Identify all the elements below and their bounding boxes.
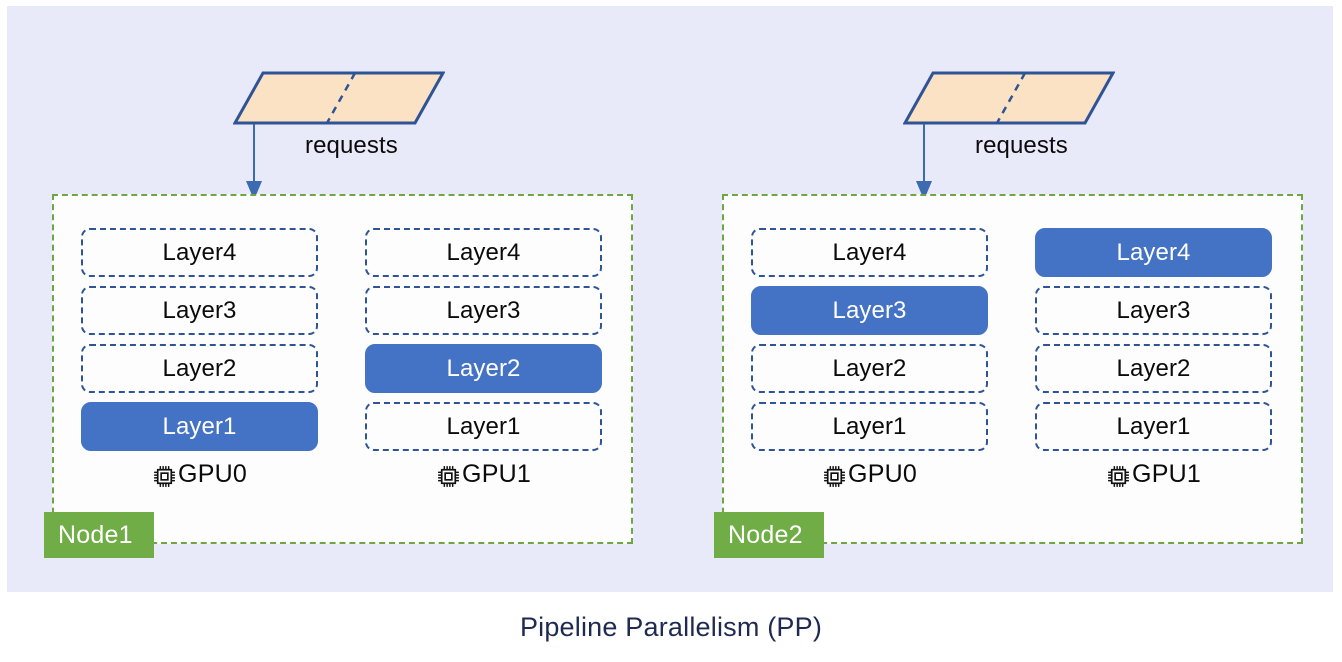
- layer-box[interactable]: Layer4: [81, 228, 318, 277]
- layer-box[interactable]: Layer4: [365, 228, 602, 277]
- gpu-label-text: GPU0: [178, 460, 247, 488]
- gpu-column-node2-gpu0: Layer4 Layer3 Layer2 Layer1: [751, 228, 988, 489]
- layer-box[interactable]: Layer2: [81, 344, 318, 393]
- layer-box-active[interactable]: Layer4: [1035, 228, 1272, 277]
- node-badge-1: Node1: [44, 512, 154, 558]
- layer-box[interactable]: Layer1: [1035, 402, 1272, 451]
- gpu-label-node1-gpu0: GPU0: [81, 460, 318, 489]
- layer-box[interactable]: Layer3: [81, 286, 318, 335]
- layer-box[interactable]: Layer4: [751, 228, 988, 277]
- gpu-label-node1-gpu1: GPU1: [365, 460, 602, 489]
- gpu-column-node1-gpu0: Layer4 Layer3 Layer2 Layer1: [81, 228, 318, 489]
- layer-box-active[interactable]: Layer2: [365, 344, 602, 393]
- requests-arrow-1: [243, 124, 265, 202]
- gpu-label-node2-gpu0: GPU0: [751, 460, 988, 489]
- gpu-label-text: GPU0: [848, 460, 917, 488]
- gpu-label-text: GPU1: [462, 460, 531, 488]
- layer-box[interactable]: Layer3: [365, 286, 602, 335]
- gpu-column-node2-gpu1: Layer4 Layer3 Layer2 Layer1: [1035, 228, 1272, 489]
- chip-icon: [436, 464, 461, 489]
- node-cluster-2: requests Layer4 Layer3 Layer2 Layer1: [700, 0, 1320, 586]
- gpu-column-node1-gpu1: Layer4 Layer3 Layer2 Layer1: [365, 228, 602, 489]
- chip-icon: [1106, 464, 1131, 489]
- layer-box[interactable]: Layer3: [1035, 286, 1272, 335]
- layer-box-active[interactable]: Layer1: [81, 402, 318, 451]
- requests-arrow-2: [913, 124, 935, 202]
- layer-box[interactable]: Layer2: [1035, 344, 1272, 393]
- layer-box[interactable]: Layer2: [751, 344, 988, 393]
- requests-parallelogram-2: [903, 71, 1115, 125]
- requests-label-1: requests: [305, 132, 398, 159]
- chip-icon: [152, 464, 177, 489]
- gpu-label-text: GPU1: [1132, 460, 1201, 488]
- layer-box[interactable]: Layer1: [365, 402, 602, 451]
- chip-icon: [822, 464, 847, 489]
- requests-label-2: requests: [975, 132, 1068, 159]
- gpu-label-node2-gpu1: GPU1: [1035, 460, 1272, 489]
- node-badge-2: Node2: [714, 512, 824, 558]
- figure-caption: Pipeline Parallelism (PP): [519, 612, 823, 642]
- node-cluster-1: requests Layer4 Layer3 Layer2 Layer1: [30, 0, 650, 586]
- layer-box[interactable]: Layer1: [751, 402, 988, 451]
- requests-parallelogram-1: [233, 71, 445, 125]
- layer-box-active[interactable]: Layer3: [751, 286, 988, 335]
